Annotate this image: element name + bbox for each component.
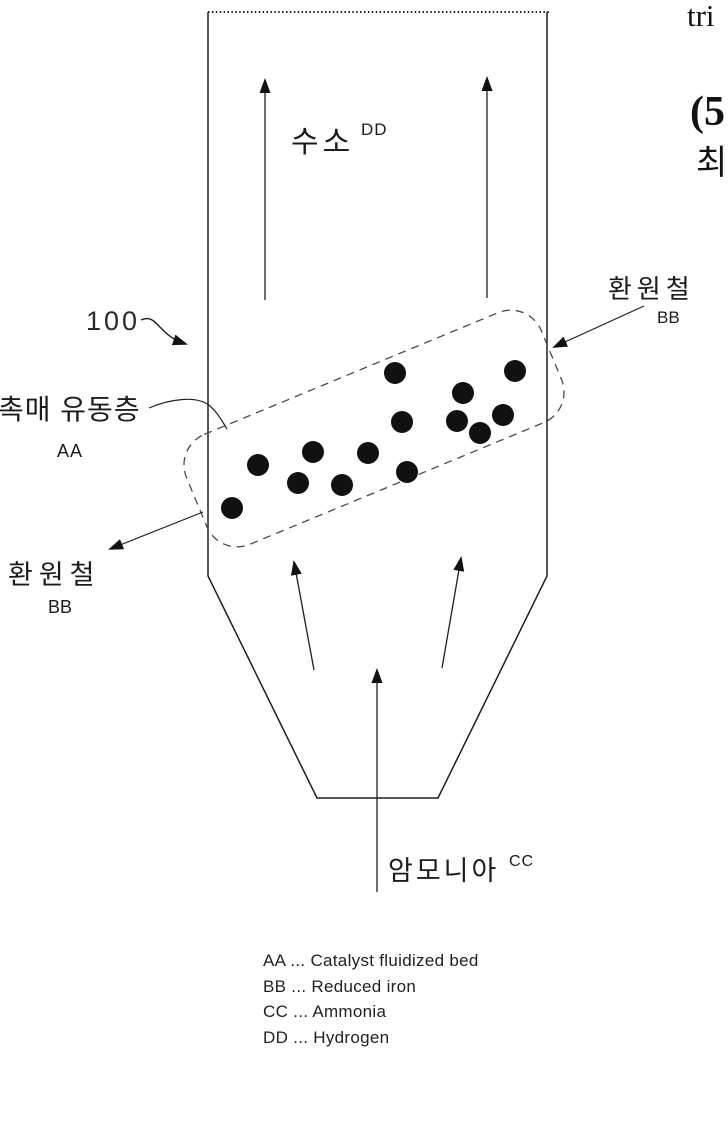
reduced-iron-particles <box>221 360 526 519</box>
funnel-arrow-right <box>441 556 465 669</box>
reduced-iron-left-label: 환원철 <box>8 560 101 590</box>
vessel-reference-number: 100 <box>86 306 141 336</box>
reduced-iron-right-code-bb: BB <box>657 308 680 327</box>
legend-item-cc: CC ... Ammonia <box>263 1002 387 1021</box>
reduced-iron-left-arrow <box>108 511 204 550</box>
ammonia-code-cc: CC <box>509 853 535 870</box>
vessel-number-leader-arrow <box>140 317 188 346</box>
hydrogen-code-dd: DD <box>361 120 388 139</box>
edge-text-fragment-middle: (5 <box>690 89 725 135</box>
edge-text-fragment-top: tri <box>687 0 715 33</box>
funnel-arrow-left <box>290 560 315 671</box>
catalyst-bed-code-aa: AA <box>57 441 84 461</box>
legend-item-bb: BB ... Reduced iron <box>263 976 417 996</box>
reduced-iron-right-label: 환원철 <box>608 274 695 304</box>
legend-item-aa: AA ... Catalyst fluidized bed <box>263 951 479 970</box>
figure-legend: AA ... Catalyst fluidized bed BB ... Red… <box>263 948 479 1050</box>
ammonia-label: 암모니아 <box>388 856 500 886</box>
fluidized-bed-dashed-region <box>183 309 565 548</box>
edge-text-fragment-bottom: 최 <box>696 145 728 182</box>
legend-item-dd: DD ... Hydrogen <box>263 1027 390 1047</box>
catalyst-bed-leader-line <box>148 398 228 430</box>
hydrogen-label: 수소 <box>291 126 355 159</box>
reduced-iron-right-arrow <box>552 305 645 348</box>
catalyst-bed-label: 촉매 유동층 <box>0 394 141 425</box>
reduced-iron-left-code-bb: BB <box>48 597 73 617</box>
